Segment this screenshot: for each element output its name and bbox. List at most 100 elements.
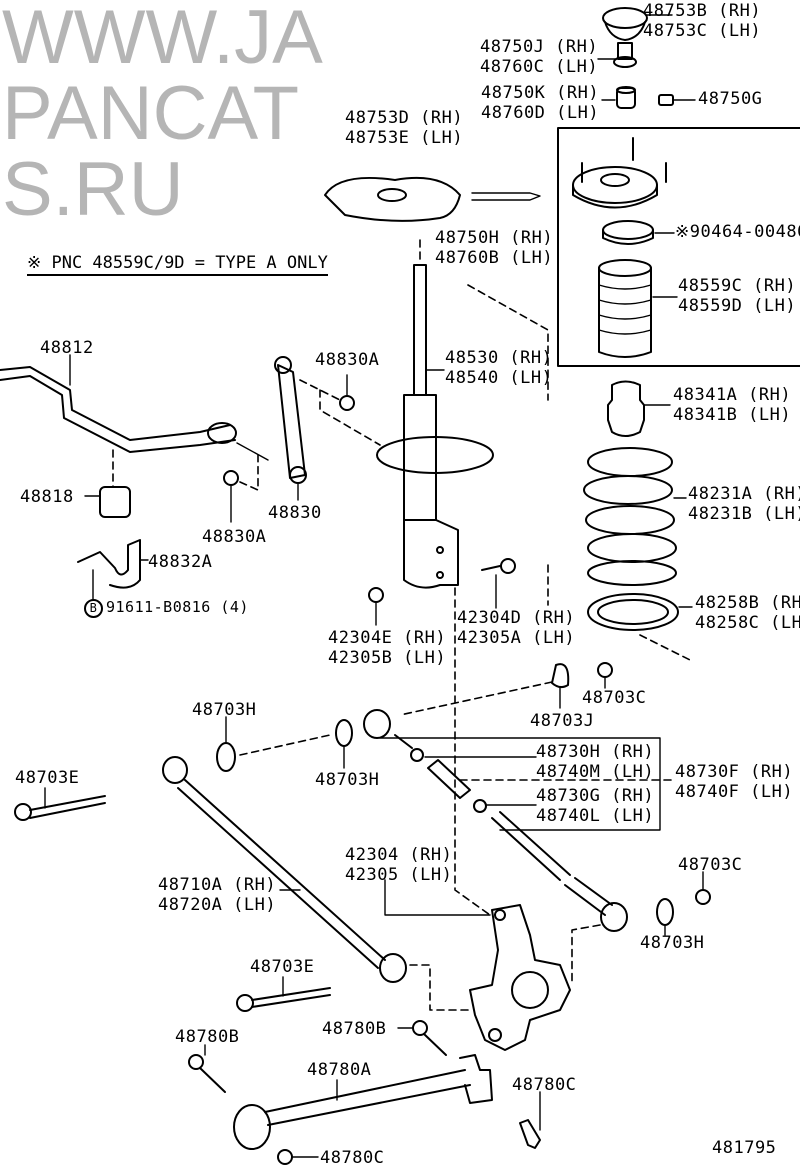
part-label-48780C-lower[interactable]: 48780C: [320, 1148, 384, 1168]
label-line: 48559D (LH): [678, 296, 797, 316]
coil-spring-part[interactable]: [583, 447, 687, 586]
part-label-90464-00480[interactable]: ※90464-00480: [675, 222, 800, 242]
label-line: 42304E (RH): [328, 628, 447, 648]
part-label-48750J[interactable]: 48750J (RH)48760C (LH): [480, 37, 598, 77]
link-nut-upper[interactable]: [299, 374, 381, 446]
part-label-48703H-left[interactable]: 48703H: [192, 700, 256, 720]
nut-48750J[interactable]: [597, 42, 637, 68]
bellows-boot-part[interactable]: [598, 259, 678, 358]
part-label-42304E[interactable]: 42304E (RH)42305B (LH): [328, 628, 446, 668]
label-line: 42304 (RH): [345, 845, 453, 865]
label-line: 48740L (LH): [536, 806, 655, 826]
bearing-ring-part[interactable]: [602, 220, 675, 245]
part-label-48812[interactable]: 48812: [40, 338, 94, 358]
part-label-48703C-upper[interactable]: 48703C: [582, 688, 646, 708]
bushing-48750K[interactable]: [601, 86, 636, 109]
nut-48780C-right[interactable]: [519, 1091, 541, 1149]
part-label-48730F[interactable]: 48730F (RH)48740F (LH): [675, 762, 793, 802]
part-label-48832A[interactable]: 48832A: [148, 552, 212, 572]
link-nut-lower[interactable]: [223, 454, 259, 523]
label-line: 48750K (RH): [481, 83, 600, 103]
part-label-48530[interactable]: 48530 (RH)48540 (LH): [445, 348, 552, 388]
nut-48703C-right[interactable]: [695, 871, 711, 905]
label-line: 42305A (LH): [457, 628, 576, 648]
label-line: 48780B: [175, 1027, 240, 1047]
washer-48703J[interactable]: [399, 663, 570, 716]
part-label-48830[interactable]: 48830: [268, 503, 322, 523]
part-label-48830A-upper[interactable]: 48830A: [315, 350, 379, 370]
adjustable-arm-part[interactable]: [363, 709, 676, 986]
part-label-48703H-right[interactable]: 48703H: [640, 933, 704, 953]
strut-bolt-part[interactable]: [481, 558, 549, 609]
part-label-48753B[interactable]: 48753B (RH)48753C (LH): [643, 1, 761, 41]
strut-nut-part[interactable]: [368, 587, 491, 916]
stabilizer-link-part[interactable]: [236, 356, 307, 501]
part-label-48780B-left[interactable]: 48780B: [175, 1027, 239, 1047]
label-line: 48753D (RH): [345, 108, 464, 128]
label-line: 48703H: [192, 700, 257, 720]
stabilizer-bushing-part[interactable]: [84, 449, 131, 518]
part-label-48341A[interactable]: 48341A (RH)48341B (LH): [673, 385, 791, 425]
stabilizer-bracket-part[interactable]: [77, 539, 149, 601]
washer-48703H-left[interactable]: [216, 716, 331, 772]
part-label-48818[interactable]: 48818: [20, 487, 74, 507]
bolt-48780B-left[interactable]: [188, 1044, 226, 1093]
label-line: 48258B (RH): [695, 593, 800, 613]
lateral-link-part[interactable]: [233, 1054, 493, 1150]
part-label-48559C[interactable]: 48559C (RH)48559D (LH): [678, 276, 796, 316]
label-line: 42305 (LH): [345, 865, 453, 885]
bolt-48780B-mid[interactable]: [397, 1020, 447, 1056]
label-line: 48753C (LH): [643, 21, 762, 41]
label-line: 48740M (LH): [536, 762, 655, 782]
part-label-48750G[interactable]: 48750G: [698, 89, 762, 109]
part-label-48750H[interactable]: 48750H (RH)48760B (LH): [435, 228, 553, 268]
nut-48780C-lower[interactable]: [277, 1149, 319, 1165]
nut-48703C-upper[interactable]: [597, 662, 613, 689]
nut-48750G[interactable]: [658, 94, 696, 106]
part-label-48780C-right[interactable]: 48780C: [512, 1075, 576, 1095]
spring-seat-part[interactable]: [587, 593, 693, 661]
part-label-42304D[interactable]: 42304D (RH)42305A (LH): [457, 608, 575, 648]
part-label-48703E-lower[interactable]: 48703E: [250, 957, 314, 977]
label-line: 48730F (RH): [675, 762, 794, 782]
part-label-48730H[interactable]: 48730H (RH)48740M (LH): [536, 742, 654, 782]
part-label-48703E-left[interactable]: 48703E: [15, 768, 79, 788]
label-line: 48830: [268, 503, 322, 523]
rear-knuckle-part[interactable]: [384, 879, 571, 1051]
part-label-48703C-right[interactable]: 48703C: [678, 855, 742, 875]
part-label-48730G[interactable]: 48730G (RH)48740L (LH): [536, 786, 654, 826]
part-label-48780B-mid[interactable]: 48780B: [322, 1019, 386, 1039]
label-line: 48740F (LH): [675, 782, 794, 802]
part-label-48780A[interactable]: 48780A: [307, 1060, 371, 1080]
part-label-48231A[interactable]: 48231A (RH)48231B (LH): [688, 484, 800, 524]
part-label-48750K[interactable]: 48750K (RH)48760D (LH): [481, 83, 599, 123]
part-label-42304[interactable]: 42304 (RH)42305 (LH): [345, 845, 452, 885]
part-label-48710A[interactable]: 48710A (RH)48720A (LH): [158, 875, 276, 915]
strut-mount-part[interactable]: [572, 137, 667, 209]
upper-cover-part[interactable]: [324, 176, 541, 222]
label-line: 48730G (RH): [536, 786, 655, 806]
washer-48703H-right[interactable]: [656, 898, 674, 936]
part-label-48753D[interactable]: 48753D (RH)48753E (LH): [345, 108, 463, 148]
label-line: 48830A: [315, 350, 380, 370]
label-line: ※90464-00480: [675, 222, 800, 242]
label-line: 48753B (RH): [643, 1, 762, 21]
bolt-48703E-left[interactable]: [14, 787, 106, 821]
part-label-48830A-lower[interactable]: 48830A: [202, 527, 266, 547]
bolt-48703E-lower[interactable]: [236, 976, 331, 1012]
lower-arm-part[interactable]: [162, 756, 471, 1011]
part-label-48703H-mid[interactable]: 48703H: [315, 770, 379, 790]
bump-stop-part[interactable]: [607, 380, 671, 437]
label-line: 48760D (LH): [481, 103, 600, 123]
part-label-48258B[interactable]: 48258B (RH)48258C (LH): [695, 593, 800, 633]
washer-48703H-mid[interactable]: [335, 719, 353, 769]
label-line: 48231A (RH): [688, 484, 800, 504]
part-label-48703J[interactable]: 48703J: [530, 711, 594, 731]
stabilizer-bar-part[interactable]: [0, 354, 237, 453]
label-line: 48812: [40, 338, 94, 358]
upper-cap-part[interactable]: [602, 7, 673, 41]
shock-absorber-part[interactable]: [376, 239, 549, 589]
label-line: 48720A (LH): [158, 895, 277, 915]
